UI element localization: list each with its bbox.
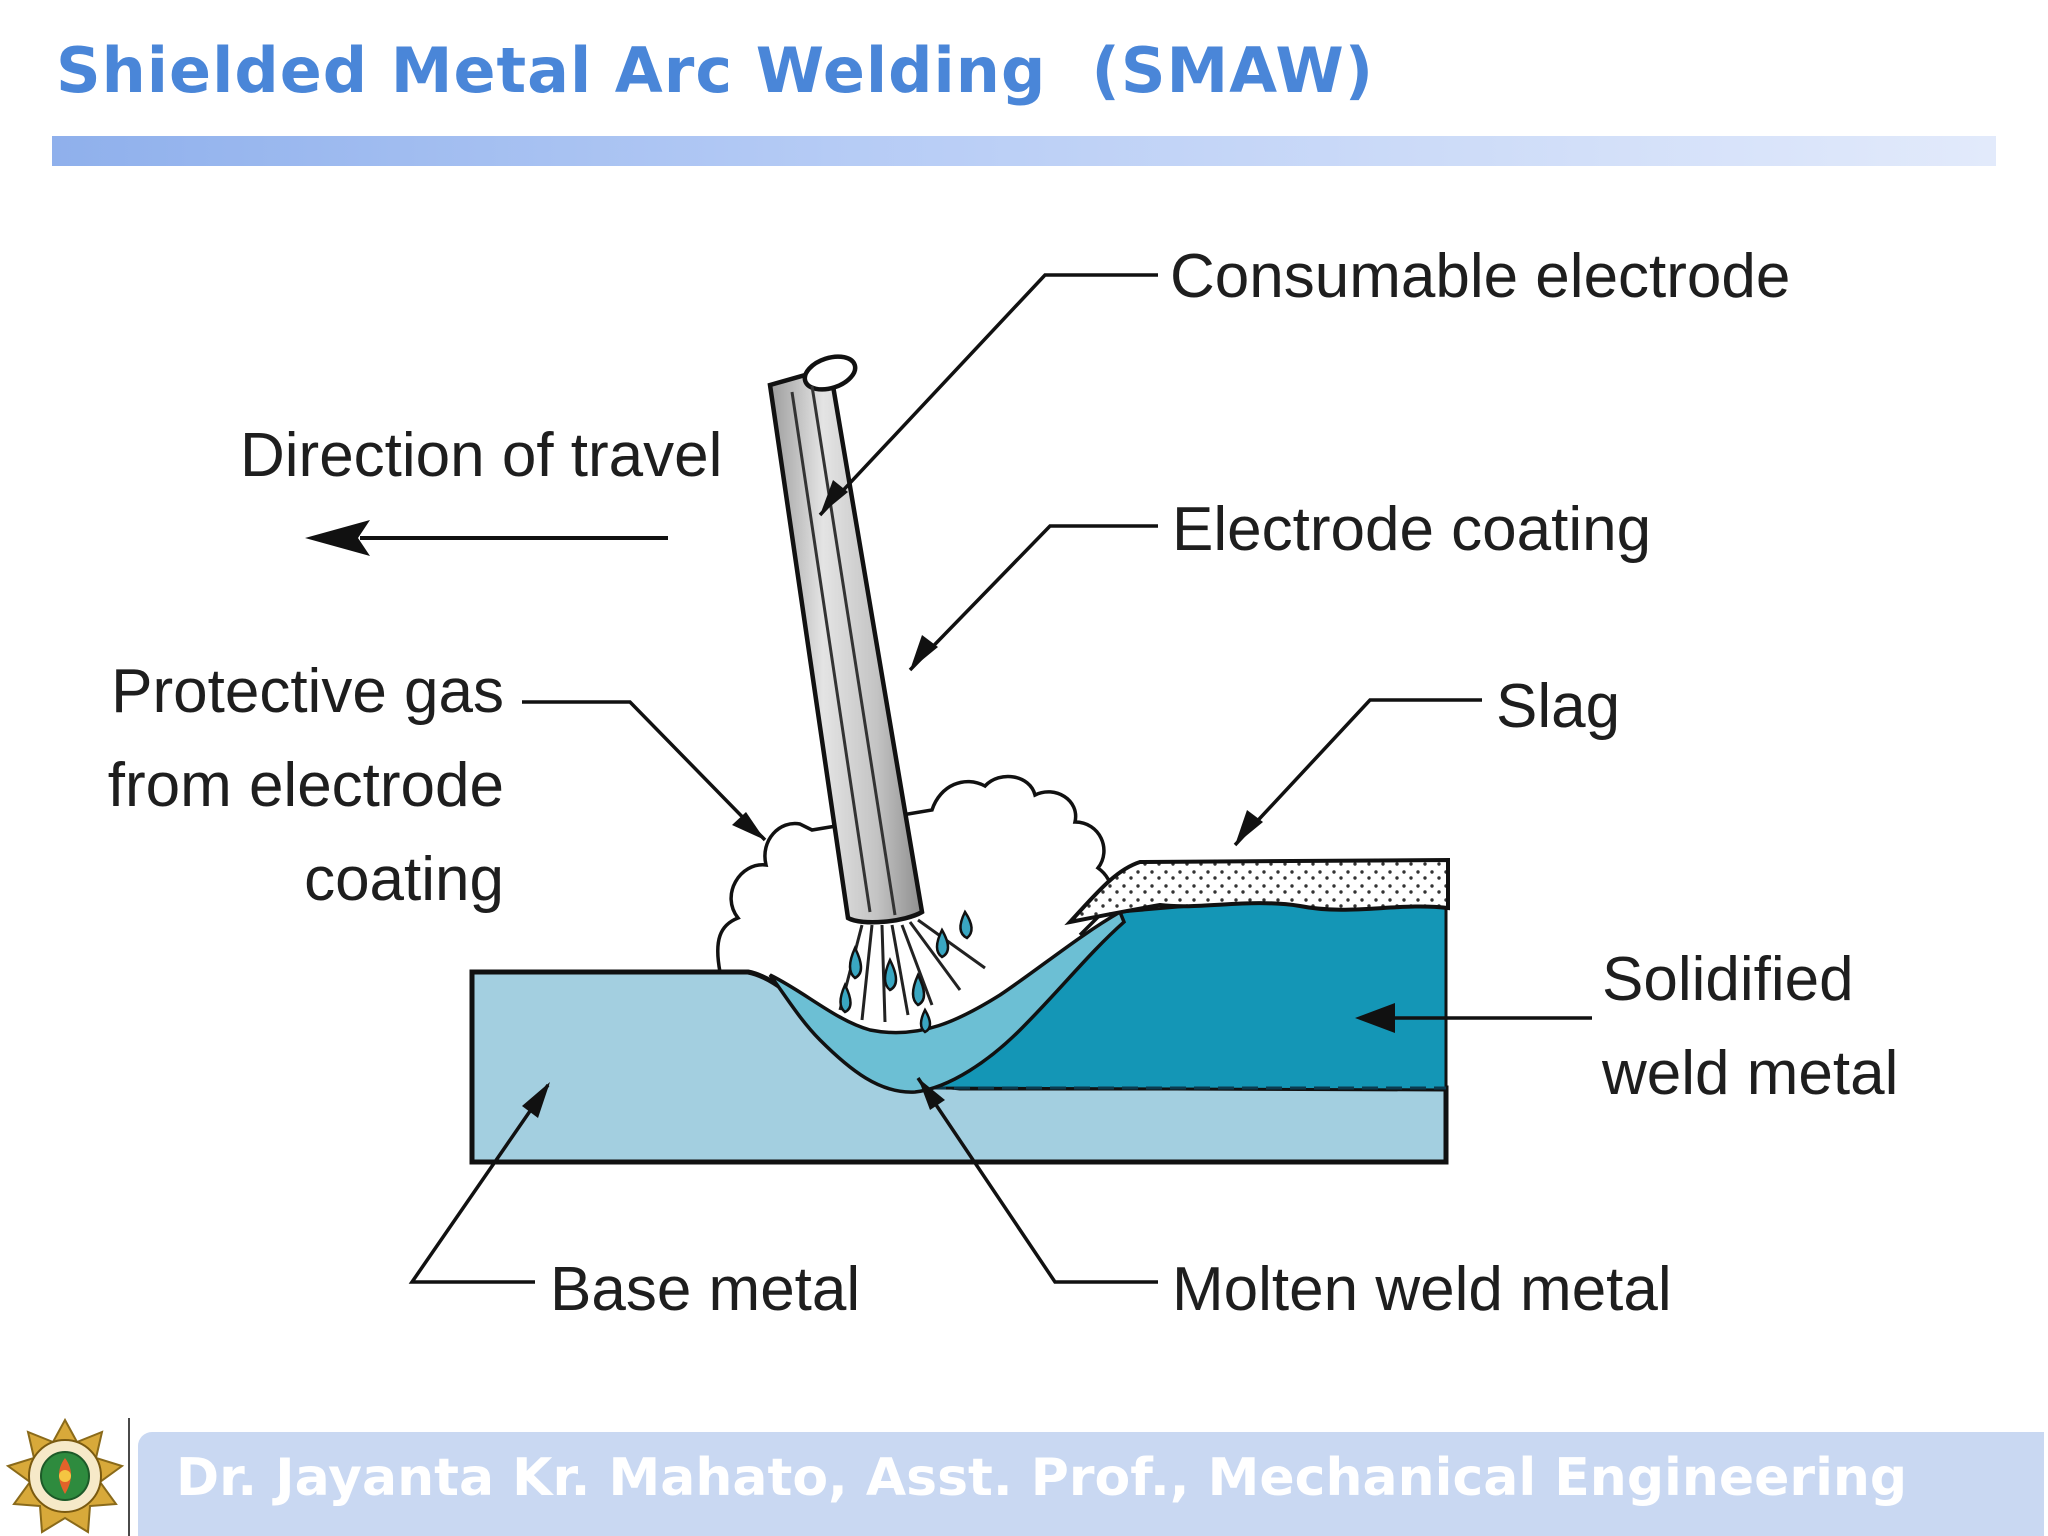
leader-base [408, 1084, 550, 1284]
footer-author: Dr. Jayanta Kr. Mahato, Asst. Prof., Mec… [176, 1448, 1908, 1508]
slag-shape [1064, 857, 1450, 926]
arrowhead-consumable [820, 480, 848, 515]
electrode-rod [767, 354, 925, 925]
label-solidified-line2: weld metal [1601, 1039, 1898, 1108]
arrowhead-molten [918, 1078, 945, 1110]
arrowhead-solidified [1355, 1003, 1395, 1033]
label-protective-gas-line1: Protective gas [111, 657, 504, 726]
molten-droplets [839, 909, 973, 1034]
arrowhead-slag [1235, 810, 1263, 845]
leader-coating [908, 524, 1158, 672]
leader-molten [916, 1077, 1158, 1284]
leader-slag [1233, 698, 1482, 847]
university-seal-icon [5, 1418, 125, 1534]
arrowhead-coating [910, 635, 938, 670]
label-direction-of-travel: Direction of travel [240, 421, 722, 490]
leader-consumable [818, 273, 1158, 517]
footer-bar [138, 1432, 2044, 1536]
leader-gas [522, 700, 767, 842]
arrowhead-base [522, 1082, 550, 1118]
title-underline-bar [52, 136, 1996, 166]
label-protective-gas-line2: from electrode [108, 751, 504, 820]
page-title: Shielded Metal Arc Welding (SMAW) [56, 34, 1375, 107]
arrowhead-gas [732, 812, 765, 840]
footer-divider [128, 1418, 130, 1536]
molten-pool-shape [768, 909, 1127, 1094]
label-electrode-coating: Electrode coating [1172, 495, 1651, 564]
label-protective-gas-line3: coating [304, 845, 504, 914]
label-consumable-electrode: Consumable electrode [1170, 242, 1790, 311]
label-solidified-line1: Solidified [1602, 945, 1854, 1014]
direction-arrow [305, 520, 668, 556]
smaw-diagram: Consumable electrode Direction of travel… [108, 242, 1899, 1324]
label-slag: Slag [1496, 672, 1620, 741]
label-molten-weld-metal: Molten weld metal [1172, 1255, 1672, 1324]
label-base-metal: Base metal [550, 1255, 860, 1324]
